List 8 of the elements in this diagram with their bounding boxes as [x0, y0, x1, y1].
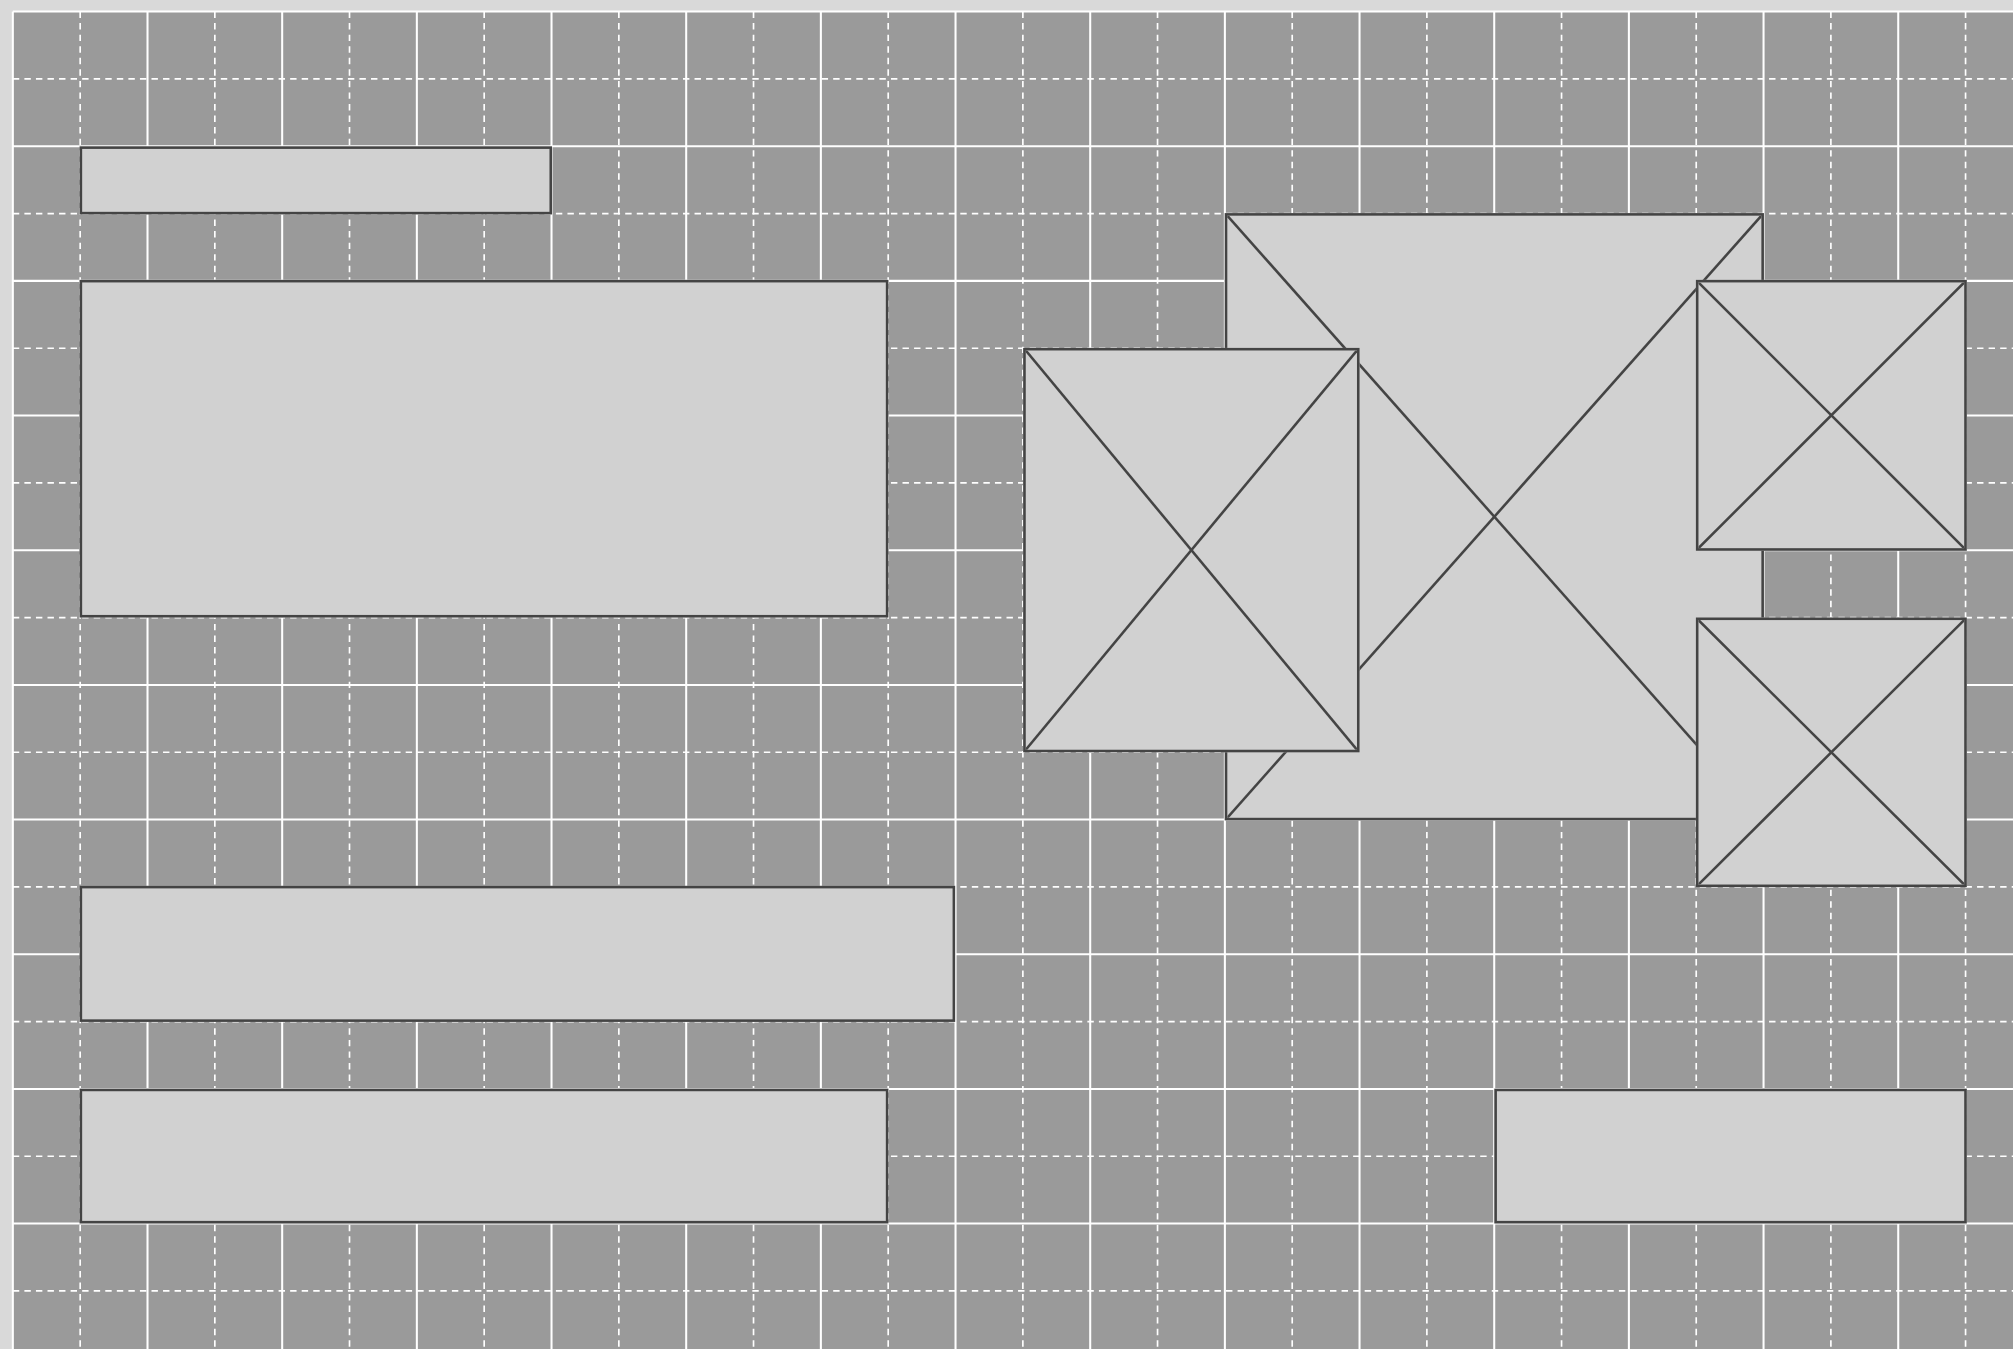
placeholder-box — [79, 279, 889, 618]
placeholder-box — [79, 885, 956, 1022]
placeholder-box — [1494, 1088, 1967, 1224]
image-placeholder — [1695, 617, 1967, 888]
image-placeholder — [1695, 279, 1967, 551]
image-placeholder — [1023, 347, 1360, 753]
placeholder-box — [79, 146, 553, 215]
placeholder-box — [79, 1088, 889, 1224]
